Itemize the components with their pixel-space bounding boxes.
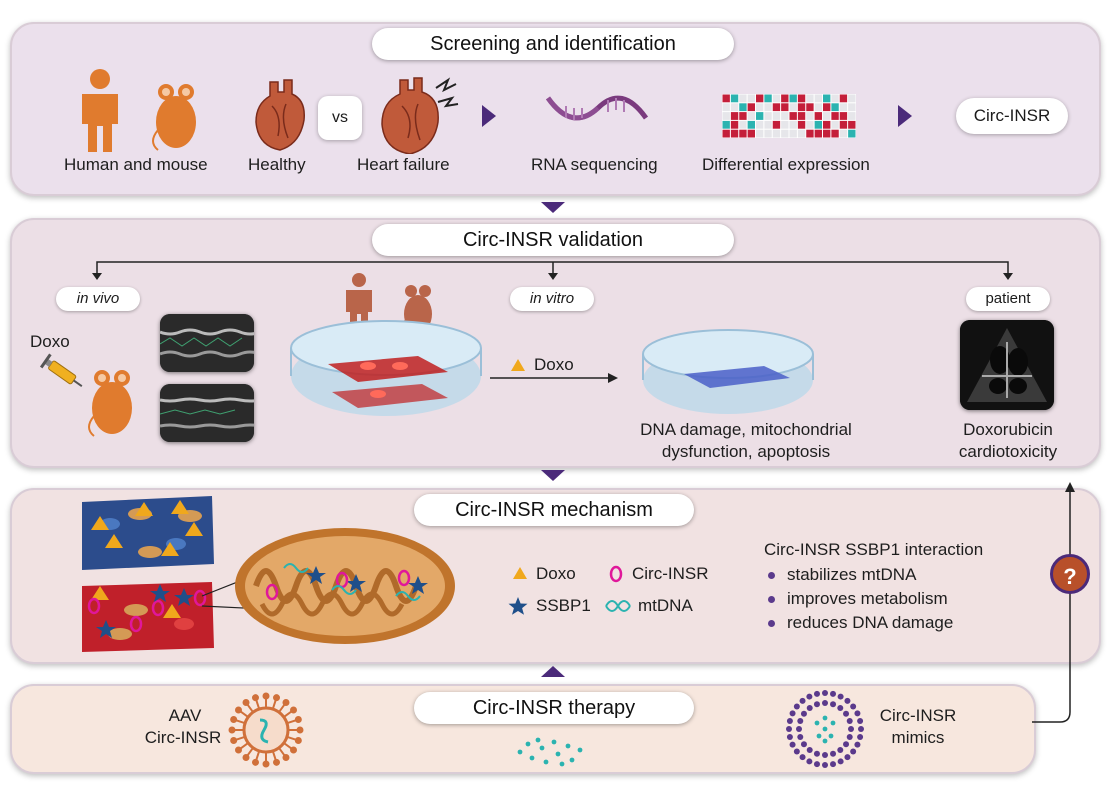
human-icon bbox=[82, 69, 118, 152]
feedback-arrow bbox=[1032, 482, 1075, 723]
mimics-line-2: mimics bbox=[891, 728, 945, 747]
down-arrow-2 bbox=[541, 470, 565, 481]
legend-ssbp1-label: SSBP1 bbox=[536, 596, 591, 615]
effect-text-2: improves metabolism bbox=[787, 589, 948, 608]
doxo-treatment-arrow bbox=[490, 373, 618, 383]
effect-item-1: stabilizes mtDNA bbox=[768, 565, 916, 585]
up-arrow bbox=[541, 666, 565, 677]
differential-expression-label: Differential expression bbox=[702, 155, 870, 174]
in-vitro-tag: in vitro bbox=[510, 287, 594, 311]
heatmap-icon bbox=[722, 94, 856, 138]
patient-echocardiogram bbox=[960, 320, 1054, 410]
bullet-icon bbox=[768, 596, 775, 604]
vs-badge: vs bbox=[318, 96, 362, 140]
petri-dish-cardiomyocytes bbox=[290, 320, 482, 416]
effect-item-3: reduces DNA damage bbox=[768, 613, 953, 633]
in-vivo-tag: in vivo bbox=[56, 287, 140, 311]
mimics-line-1: Circ-INSR bbox=[879, 706, 957, 725]
flow-arrow-1 bbox=[482, 105, 496, 127]
heart-failure-label: Heart failure bbox=[357, 155, 450, 174]
doxo-arrow-label: Doxo bbox=[534, 355, 574, 374]
patient-line-1: Doxorubicin bbox=[963, 420, 1053, 439]
aav-vector-icon bbox=[228, 692, 304, 768]
echocardiogram-control bbox=[160, 314, 254, 372]
rna-sequencing-label: RNA sequencing bbox=[531, 155, 658, 174]
question-mark-icon: ? bbox=[1050, 554, 1090, 594]
mouse-icon bbox=[152, 84, 196, 151]
doxo-label: Doxo bbox=[30, 332, 70, 351]
mimics-nanoparticle-icon bbox=[786, 690, 864, 768]
human-mouse-label: Human and mouse bbox=[64, 155, 208, 174]
patient-tag: patient bbox=[966, 287, 1050, 311]
branch-arrows bbox=[92, 261, 1013, 280]
patient-line-2: cardiotoxicity bbox=[958, 442, 1058, 461]
aav-line-1: AAV bbox=[168, 706, 202, 725]
effect-item-2: improves metabolism bbox=[768, 589, 948, 609]
healthy-label: Healthy bbox=[248, 155, 306, 174]
legend-circ-insr-label: Circ-INSR bbox=[632, 564, 709, 583]
flow-arrow-2 bbox=[898, 105, 912, 127]
legend-mtdna-label: mtDNA bbox=[638, 596, 693, 615]
echocardiogram-doxo bbox=[160, 384, 254, 442]
legend-circ-insr-icon bbox=[609, 565, 623, 583]
legend-mtdna-icon bbox=[605, 600, 631, 612]
doxo-triangle-icon bbox=[511, 359, 525, 371]
cell-circ-insr bbox=[82, 582, 214, 652]
aav-line-2: Circ-INSR bbox=[144, 728, 222, 747]
legend-doxo-label: Doxo bbox=[536, 564, 576, 583]
outcome-line-1: DNA damage, mitochondrial bbox=[640, 420, 852, 439]
rna-sequencing-icon bbox=[546, 95, 648, 121]
outcome-line-2: dysfunction, apoptosis bbox=[661, 442, 831, 461]
legend-doxo-icon bbox=[513, 567, 527, 579]
interaction-title: Circ-INSR SSBP1 interaction bbox=[764, 540, 984, 559]
therapy-title: Circ-INSR therapy bbox=[414, 692, 694, 724]
legend-ssbp1-icon bbox=[508, 597, 528, 615]
healthy-heart-icon bbox=[255, 79, 305, 151]
bullet-icon bbox=[768, 572, 775, 580]
petri-dish-treated bbox=[642, 329, 814, 414]
bullet-icon bbox=[768, 620, 775, 628]
mouse-icon-invivo bbox=[88, 370, 132, 437]
screening-title: Screening and identification bbox=[372, 28, 734, 60]
down-arrow-1 bbox=[541, 202, 565, 213]
validation-title: Circ-INSR validation bbox=[372, 224, 734, 256]
syringe-icon bbox=[39, 353, 83, 388]
circ-insr-result-badge: Circ-INSR bbox=[956, 98, 1068, 134]
mechanism-title: Circ-INSR mechanism bbox=[414, 494, 694, 526]
mitochondrion bbox=[235, 528, 455, 644]
effect-text-3: reduces DNA damage bbox=[787, 613, 954, 632]
failing-heart-icon bbox=[381, 77, 459, 154]
released-mtdna-dots bbox=[517, 737, 583, 767]
effect-text-1: stabilizes mtDNA bbox=[787, 565, 917, 584]
cell-doxo-only bbox=[82, 496, 214, 570]
